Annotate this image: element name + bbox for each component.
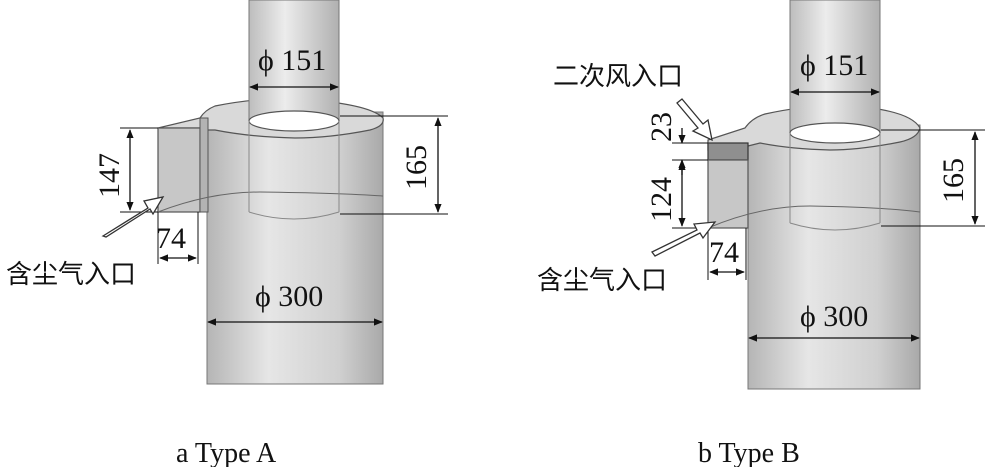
inlet-box-b <box>707 159 749 229</box>
dim-inlet-width: 74 <box>156 222 186 255</box>
inlet-box-side <box>199 117 209 213</box>
dim-pipe-insertion-b: 165 <box>937 158 970 203</box>
separator-body-b <box>747 124 921 390</box>
dust-inlet-arrow-b <box>651 221 717 257</box>
dim-pipe-insertion: 165 <box>400 145 433 190</box>
dim-inlet-height: 147 <box>93 153 126 198</box>
dim-inlet-height-b: 124 <box>645 177 678 222</box>
secondary-inlet-label: 二次风入口 <box>553 62 683 92</box>
dust-inlet-arrow <box>101 196 165 238</box>
separator-body <box>206 111 384 385</box>
dim-body-diameter: ϕ 300 <box>255 280 323 313</box>
dim-secondary-height: 23 <box>645 112 678 142</box>
secondary-inlet-slot <box>707 142 749 161</box>
pipe-inner-sides <box>248 121 340 212</box>
caption-b: b Type B <box>698 438 800 467</box>
outlet-pipe-b <box>789 0 881 133</box>
inlet-box <box>157 127 201 213</box>
caption-a: a Type A <box>176 438 277 467</box>
secondary-inlet-arrow <box>676 98 713 142</box>
figure-a: ϕ 151 ϕ 300 147 165 74 含尘气入口 a Type A <box>6 0 448 467</box>
dust-inlet-label: 含尘气入口 <box>6 260 136 290</box>
dim-body-diameter-b: ϕ 300 <box>800 300 868 333</box>
pipe-opening-b <box>789 122 881 144</box>
dim-inlet-width-b: 74 <box>709 236 739 269</box>
dim-pipe-diameter: ϕ 151 <box>258 44 326 77</box>
dust-inlet-label-b: 含尘气入口 <box>537 266 667 296</box>
outlet-pipe <box>248 0 340 121</box>
shell-band-b <box>707 205 921 229</box>
shell-band <box>157 191 384 213</box>
pipe-opening <box>248 110 340 132</box>
dim-pipe-diameter-b: ϕ 151 <box>800 49 868 82</box>
figure-b: ϕ 151 ϕ 300 23 124 165 74 二次风入口 含尘气入口 b … <box>537 0 985 467</box>
pipe-inner-bottom <box>248 211 340 220</box>
